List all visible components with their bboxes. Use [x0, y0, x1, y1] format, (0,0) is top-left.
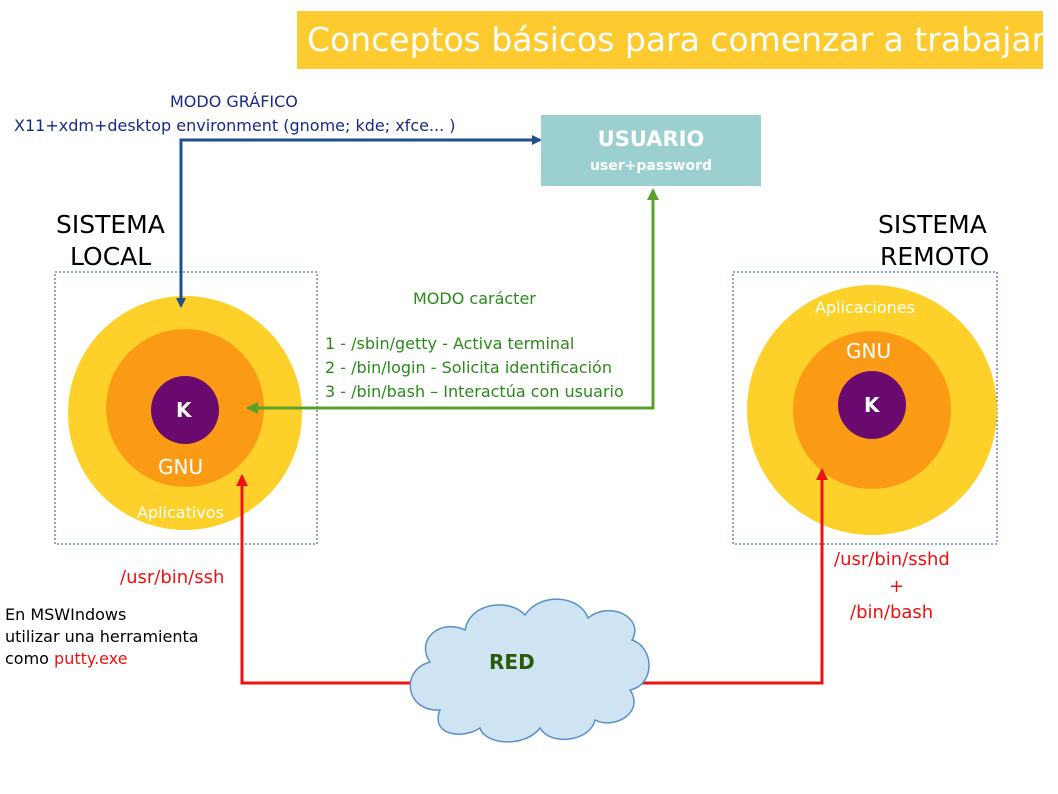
remote-kernel-label: K: [864, 393, 880, 417]
network-label: RED: [489, 650, 535, 674]
remote-system-heading-line2: REMOTO: [880, 242, 990, 271]
page-title: Conceptos básicos para comenzar a trabaj…: [307, 20, 1046, 59]
ssh-server-label: /usr/bin/sshd: [834, 549, 950, 570]
local-kernel-circle: [151, 376, 219, 444]
ssh-shell-label: /bin/bash: [850, 602, 934, 623]
graphic-mode-label: MODO GRÁFICO: [170, 92, 298, 111]
remote-apps-label: Aplicaciones: [815, 298, 915, 317]
local-apps-label: Aplicativos: [137, 503, 224, 522]
char-mode-step-1: 1 - /sbin/getty - Activa terminal: [325, 334, 575, 353]
mswindows-note-prefix: como: [5, 649, 55, 668]
network-cloud: [409, 598, 650, 743]
remote-kernel-circle: [838, 371, 906, 439]
local-system-heading-line2: LOCAL: [70, 242, 152, 271]
remote-system-frame: [732, 271, 998, 545]
remote-system-heading-line1: SISTEMA: [878, 210, 987, 239]
char-mode-step-2: 2 - /bin/login - Solicita identificación: [325, 358, 612, 377]
char-mode-step-3: 3 - /bin/bash – Interactúa con usuario: [325, 382, 624, 401]
ssh-server-arrow: [620, 468, 828, 685]
char-mode-label: MODO carácter: [413, 289, 536, 308]
putty-tool-name: putty.exe: [54, 649, 128, 668]
usuario-subtitle: user+password: [589, 158, 713, 174]
usuario-box: [541, 115, 761, 186]
graphic-mode-description: X11+xdm+desktop environment (gnome; kde;…: [14, 116, 456, 135]
remote-gnu-label: GNU: [846, 339, 892, 363]
local-system-heading-line1: SISTEMA: [56, 210, 165, 239]
local-kernel-label: K: [176, 398, 192, 422]
mswindows-note-line1: En MSWIndows: [5, 605, 127, 624]
ssh-plus-label: +: [889, 576, 905, 597]
title-banner: [297, 11, 1043, 69]
mswindows-note-line2: utilizar una herramienta: [5, 627, 199, 646]
ssh-client-label: /usr/bin/ssh: [120, 567, 225, 588]
mswindows-note-line3: como putty.exe: [5, 649, 128, 668]
graphic-mode-arrow: [179, 135, 542, 305]
usuario-title: USUARIO: [597, 127, 705, 151]
ssh-client-arrow: [236, 474, 430, 685]
local-gnu-label: GNU: [158, 455, 204, 479]
